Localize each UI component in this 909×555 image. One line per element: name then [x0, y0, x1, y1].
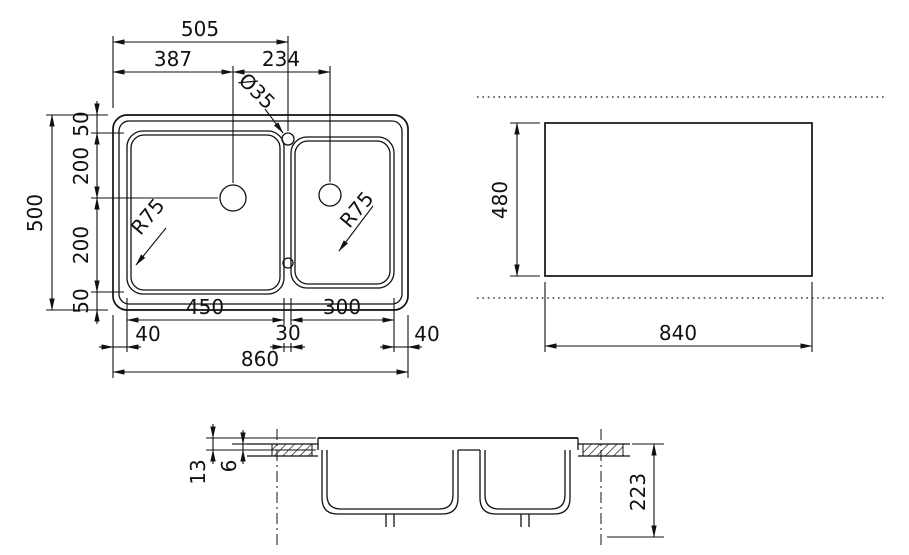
sink-outer-edge	[112, 114, 409, 311]
dim-50-bottom: 50	[69, 288, 93, 313]
dim-860: 860	[241, 347, 279, 371]
section-view: 13 6 223	[186, 424, 664, 549]
dim-480: 480	[488, 181, 512, 219]
dim-387: 387	[154, 47, 192, 71]
radius-leader-right	[338, 205, 374, 252]
dim-505: 505	[181, 17, 219, 41]
right-bowl-outer	[290, 136, 395, 289]
sink-rim-inner-edge	[118, 120, 403, 305]
left-bowl-section-inner	[326, 450, 454, 510]
counter-hatch-right	[582, 443, 624, 457]
dim-40-left: 40	[135, 322, 160, 346]
right-bowl-inner	[294, 140, 391, 285]
dim-30: 30	[275, 321, 300, 345]
dim-500: 500	[23, 194, 47, 232]
dim-200-lower: 200	[69, 226, 93, 264]
faucet-hole	[281, 132, 295, 146]
dim-450: 450	[186, 295, 224, 319]
dim-50-top: 50	[69, 111, 93, 136]
dim-6: 6	[217, 460, 241, 473]
dim-30-mask	[276, 325, 301, 343]
right-drain-hole	[318, 183, 342, 207]
dim-13: 13	[186, 459, 210, 484]
left-bowl-inner	[130, 134, 281, 291]
left-bowl-outer	[126, 130, 285, 295]
left-drain-hole	[219, 184, 247, 212]
cabinet-outline	[544, 122, 813, 277]
dim-40-right: 40	[414, 322, 439, 346]
radius-leader-left	[135, 227, 167, 266]
right-bowl-section-outer	[479, 450, 571, 515]
hole-leader-line	[264, 108, 284, 134]
left-bowl-section-outer	[321, 450, 459, 515]
dim-840: 840	[659, 321, 697, 345]
side-view: 480 840	[477, 96, 886, 352]
right-bowl-section-inner	[484, 450, 566, 510]
dim-200-upper: 200	[69, 147, 93, 185]
dim-223: 223	[626, 473, 650, 511]
overflow-hole	[282, 257, 294, 269]
plan-view: 505 387 234 Ø35 500 50 200 200 50 R75	[23, 17, 440, 378]
dim-234: 234	[262, 47, 300, 71]
dim-300: 300	[323, 295, 361, 319]
dim-hole-diameter: Ø35	[234, 68, 280, 114]
